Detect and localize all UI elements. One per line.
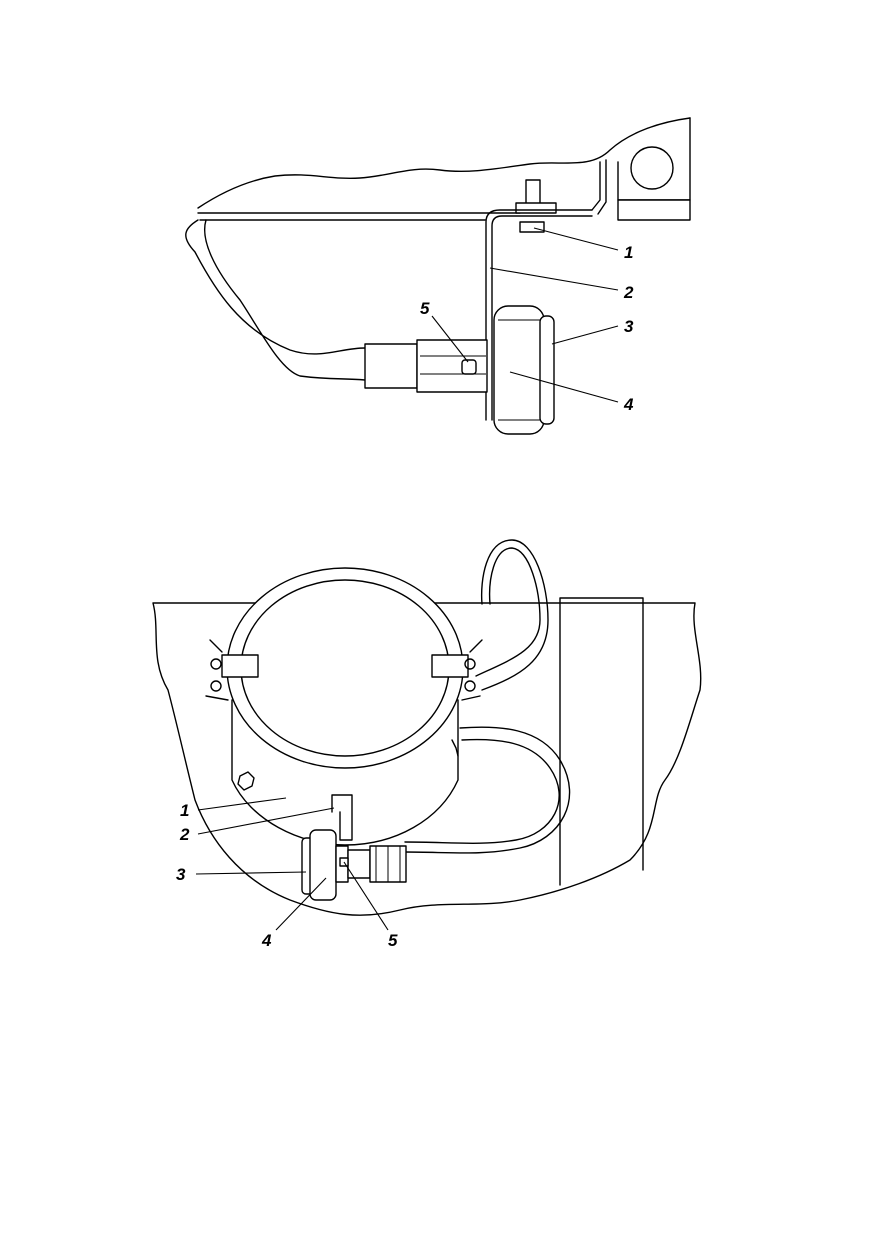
top-frame-rail: [197, 212, 521, 221]
top-hose: [185, 219, 366, 381]
top-view-figure: 1 2 3 4 5: [185, 117, 691, 435]
bottom-sensor: [301, 829, 407, 901]
top-callout-5: 5: [420, 299, 430, 318]
bottom-callout-3: 3: [176, 865, 186, 884]
bottom-leader-3: [195, 871, 307, 875]
top-sensor-cap: [539, 315, 555, 425]
top-leader-2: [489, 267, 619, 291]
top-leader-5: [431, 315, 469, 363]
top-bracket: [485, 209, 593, 421]
bottom-strap-left: [205, 639, 259, 701]
top-sensor-body: [493, 305, 545, 435]
bottom-leader-5: [343, 861, 389, 931]
bottom-leader-1: [197, 797, 287, 811]
top-bolt: [515, 179, 557, 233]
bottom-view-figure: 1 2 3 4 5: [152, 539, 702, 950]
top-leader-1: [533, 227, 619, 251]
bottom-loop-hose: [475, 539, 549, 691]
top-callout-2: 2: [623, 283, 634, 302]
top-leader-4: [509, 371, 619, 403]
bottom-leader-4: [275, 877, 327, 931]
bottom-nut: [237, 771, 255, 791]
top-callout-1: 1: [624, 243, 633, 262]
bottom-cylinder-outer: [226, 567, 464, 769]
top-callout-4: 4: [623, 395, 634, 414]
bottom-hose: [404, 726, 571, 854]
frame-mount: [591, 117, 691, 221]
bottom-strap-right: [431, 639, 483, 701]
bottom-callout-5: 5: [388, 931, 398, 950]
bottom-cylinder-side: [231, 699, 459, 846]
top-fitting: [364, 339, 488, 393]
top-leader-3: [551, 325, 619, 345]
bottom-callout-4: 4: [261, 931, 272, 950]
bottom-leader-2: [197, 807, 335, 835]
bottom-bracket: [331, 794, 353, 841]
bottom-callout-2: 2: [179, 825, 190, 844]
bottom-callout-1: 1: [180, 801, 189, 820]
top-break-line: [197, 117, 691, 209]
top-callout-3: 3: [624, 317, 634, 336]
